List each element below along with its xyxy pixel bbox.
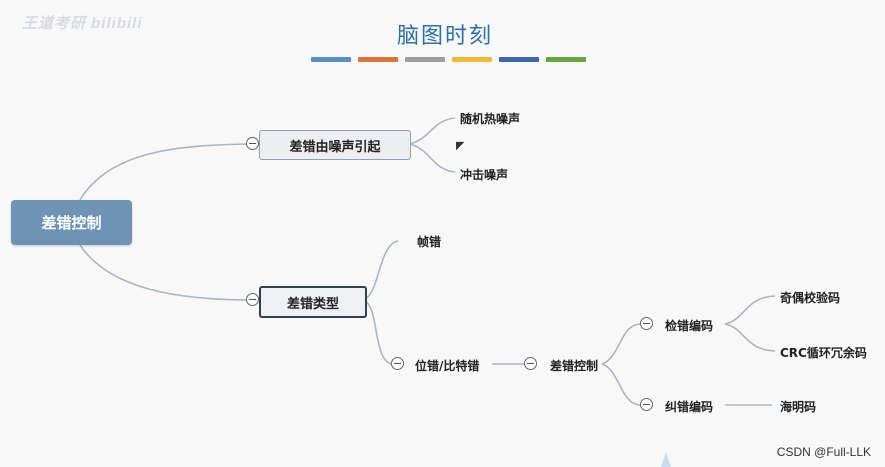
color-bar <box>546 57 586 62</box>
color-bar <box>405 57 445 62</box>
connector-control-detect <box>601 323 641 365</box>
node-bit-error[interactable]: 位错/比特错 <box>415 359 480 373</box>
node-random-thermal-noise[interactable]: 随机热噪声 <box>460 112 521 126</box>
node-frame-error[interactable]: 帧错 <box>417 235 442 249</box>
root-node[interactable]: 差错控制 <box>11 200 132 245</box>
color-bar <box>311 57 351 62</box>
collapse-toggle-icon[interactable] <box>524 357 537 370</box>
node-parity-check-code[interactable]: 奇偶校验码 <box>780 291 841 305</box>
connector-detect-parity <box>724 295 776 325</box>
node-error-types[interactable]: 差错类型 <box>259 286 367 318</box>
mouse-cursor-icon: ◤ <box>456 139 465 152</box>
connector-root-type <box>79 244 253 301</box>
node-crc-code[interactable]: CRC循环冗余码 <box>780 346 867 360</box>
connector-type-bit <box>362 299 393 365</box>
decorative-shape <box>661 452 671 467</box>
node-error-correction-code[interactable]: 纠错编码 <box>665 400 714 414</box>
node-hamming-code[interactable]: 海明码 <box>780 400 817 414</box>
color-bar <box>452 57 492 62</box>
connector-root-noise <box>79 143 253 201</box>
video-watermark: 王道考研 bilibili <box>22 15 143 32</box>
color-bar <box>499 57 539 62</box>
connector-noise-impulse <box>408 143 456 173</box>
color-bar <box>358 57 398 62</box>
collapse-toggle-icon[interactable] <box>640 398 653 411</box>
node-impulse-noise[interactable]: 冲击噪声 <box>460 168 509 182</box>
collapse-toggle-icon[interactable] <box>640 317 653 330</box>
collapse-toggle-icon[interactable] <box>246 293 259 306</box>
node-error-detection-code[interactable]: 检错编码 <box>665 319 714 333</box>
collapse-toggle-icon[interactable] <box>246 137 259 150</box>
connector-noise-random <box>408 117 456 145</box>
connector-detect-crc <box>724 323 776 352</box>
source-watermark: CSDN @Full-LLK <box>776 445 871 459</box>
connector-control-correct <box>601 363 641 406</box>
page-title: 脑图时刻 <box>396 24 493 49</box>
collapse-toggle-icon[interactable] <box>391 357 404 370</box>
node-noise-cause[interactable]: 差错由噪声引起 <box>259 130 411 160</box>
color-bar-strip <box>311 57 586 62</box>
node-error-control[interactable]: 差错控制 <box>550 359 599 373</box>
connector-type-frame <box>362 240 399 301</box>
